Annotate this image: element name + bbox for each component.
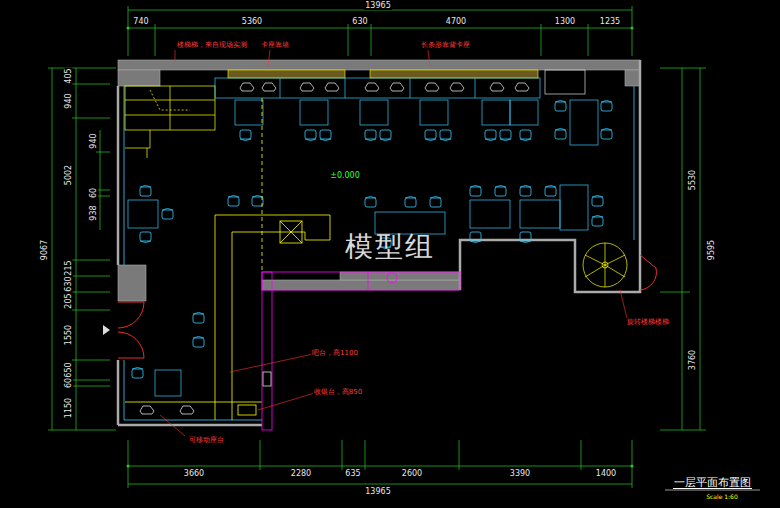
dimension-text: 9067 bbox=[41, 239, 49, 261]
dimension-text: 5530 bbox=[689, 169, 697, 191]
dimension-text: 60 bbox=[65, 377, 73, 389]
dimension-text: 13965 bbox=[364, 2, 391, 10]
dimension-text: 9595 bbox=[708, 239, 716, 261]
dimension-text: 1400 bbox=[595, 470, 617, 478]
dimension-text: 3660 bbox=[183, 470, 205, 478]
dimension-text: 3760 bbox=[689, 349, 697, 371]
callout-note: 吧台，高1100 bbox=[311, 350, 359, 357]
callout-note: 卡座靠墙 bbox=[260, 42, 290, 49]
dimension-text: 630 bbox=[65, 275, 73, 292]
dimension-text: 13965 bbox=[364, 488, 391, 496]
dimension-text: 215 bbox=[65, 259, 73, 276]
dimension-text: 2600 bbox=[401, 470, 423, 478]
callout-note: 楼梯梯，来自现场实测 bbox=[176, 42, 248, 49]
dimension-text: 5002 bbox=[65, 164, 73, 186]
callout-note: 可移动座台 bbox=[188, 437, 225, 444]
dimension-text: 1150 bbox=[65, 397, 73, 419]
dimension-text: 1300 bbox=[554, 18, 576, 26]
dimension-text: 940 bbox=[65, 92, 73, 109]
callout-note: 收银台，高850 bbox=[313, 389, 363, 396]
dimension-text: 4700 bbox=[445, 18, 467, 26]
dimension-text: 938 bbox=[90, 204, 98, 221]
dimension-text: 5360 bbox=[241, 18, 263, 26]
watermark: 模型组 bbox=[344, 233, 436, 261]
level-mark: ±0.000 bbox=[329, 172, 361, 180]
dimension-text: 630 bbox=[351, 18, 368, 26]
callout-note: 长条形靠背卡座 bbox=[420, 42, 471, 49]
dimension-text: 1235 bbox=[599, 18, 621, 26]
dimension-text: 940 bbox=[90, 132, 98, 149]
drawing-title: 一层平面布置图 bbox=[673, 477, 752, 489]
scale-caption: Scale 1:60 bbox=[705, 494, 739, 500]
callout-note: 旋转楼梯楼梯 bbox=[626, 319, 670, 326]
dimension-text: 740 bbox=[132, 18, 149, 26]
dimension-text: 60 bbox=[90, 187, 98, 199]
dimension-text: 2280 bbox=[290, 470, 312, 478]
dimension-text: 1550 bbox=[65, 324, 73, 346]
dimension-text: 405 bbox=[65, 67, 73, 84]
dimension-text: 205 bbox=[65, 292, 73, 309]
dimension-text: 3390 bbox=[509, 470, 531, 478]
dimension-text: 635 bbox=[344, 470, 361, 478]
